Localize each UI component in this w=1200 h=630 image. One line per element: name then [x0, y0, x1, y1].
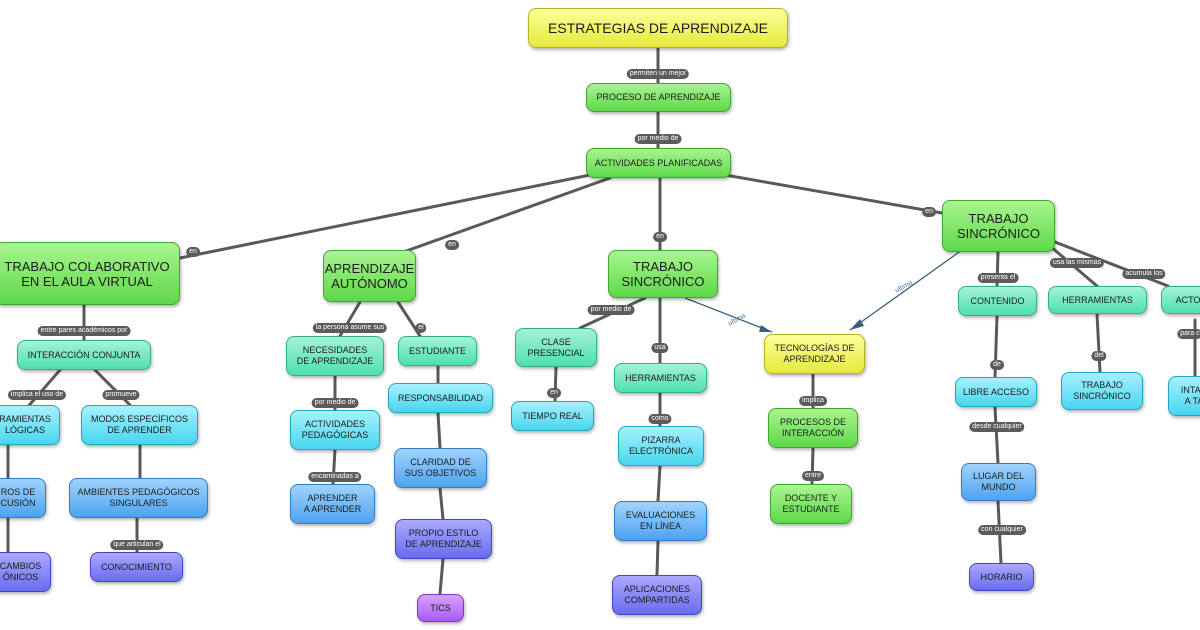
- edge: [436, 411, 442, 450]
- link-label: de: [990, 360, 1004, 370]
- node-responsabilidad[interactable]: RESPONSABILIDAD: [388, 383, 493, 413]
- link-label: en: [186, 247, 200, 257]
- link-label: entre: [802, 471, 824, 481]
- node-procesos[interactable]: PROCESOS DE INTERACCIÓN: [768, 408, 858, 448]
- node-sincronico-right[interactable]: TRABAJO SINCRÓNICO: [942, 200, 1055, 252]
- link-label: por medio de: [634, 134, 682, 144]
- link-label: con cualquier: [978, 525, 1026, 535]
- node-trabajo-sinc-small[interactable]: TRABAJO SINCRÓNICO: [1061, 372, 1143, 410]
- link-label: en: [922, 207, 936, 217]
- node-tiempo-real[interactable]: TIEMPO REAL: [511, 401, 594, 431]
- edge: [438, 486, 445, 521]
- link-label: por medio de: [311, 398, 359, 408]
- node-foros[interactable]: ROS DE CUSIÓN: [0, 478, 46, 518]
- link-label: encaminadas a: [308, 472, 362, 482]
- edge: [723, 173, 944, 215]
- node-herramientas-tec[interactable]: RAMIENTAS LÓGICAS: [0, 405, 60, 445]
- edge: [1095, 312, 1102, 374]
- link-label: implica el uso de: [7, 390, 67, 400]
- node-herramientas-right[interactable]: HERRAMIENTAS: [1048, 286, 1147, 314]
- link-label: presenta el: [977, 273, 1019, 283]
- node-aprender[interactable]: APRENDER A APRENDER: [290, 484, 375, 524]
- node-estudiante[interactable]: ESTUDIANTE: [398, 336, 477, 366]
- link-label: el: [415, 323, 427, 333]
- edge: [656, 464, 662, 503]
- node-herramientas-mid[interactable]: HERRAMIENTAS: [614, 363, 707, 393]
- link-label: para c: [1177, 329, 1200, 339]
- node-sincronico-mid[interactable]: TRABAJO SINCRÓNICO: [608, 250, 718, 298]
- arrowhead: [759, 325, 772, 332]
- edge: [438, 557, 445, 596]
- link-label: permiten un mejor: [626, 69, 690, 79]
- node-libre[interactable]: LIBRE ACCESO: [955, 377, 1037, 407]
- node-interaccion-conjunta[interactable]: INTERACCIÓN CONJUNTA: [17, 340, 151, 370]
- node-aplicaciones[interactable]: APLICACIONES COMPARTIDAS: [612, 575, 702, 615]
- node-tics[interactable]: TICS: [417, 594, 464, 622]
- node-proceso[interactable]: PROCESO DE APRENDIZAJE: [586, 83, 731, 112]
- node-actos[interactable]: ACTOS: [1161, 286, 1200, 314]
- link-label: en: [445, 240, 459, 250]
- node-necesidades[interactable]: NECESIDADES DE APRENDIZAJE: [286, 336, 384, 376]
- edge: [393, 176, 612, 257]
- link-label: del: [1091, 351, 1107, 361]
- node-tecnologias[interactable]: TECNOLOGÍAS DE APRENDIZAJE: [764, 334, 865, 374]
- node-estrategias[interactable]: ESTRATEGIAS DE APRENDIZAJE: [528, 8, 788, 48]
- edge-arrow: [849, 249, 963, 331]
- link-label: acumula los: [1122, 269, 1166, 279]
- node-actividades-ped[interactable]: ACTIVIDADES PEDAGÓGICAS: [290, 410, 380, 450]
- node-horario[interactable]: HORARIO: [969, 563, 1034, 591]
- node-contenido[interactable]: CONTENIDO: [958, 286, 1037, 316]
- node-actividades[interactable]: ACTIVIDADES PLANIFICADAS: [586, 148, 731, 178]
- node-lugar[interactable]: LUGAR DEL MUNDO: [961, 463, 1036, 501]
- arrowhead: [850, 319, 864, 330]
- link-label: como: [648, 414, 672, 424]
- link-label: por medio de: [587, 305, 635, 315]
- link-label: implica: [799, 396, 827, 406]
- node-docente[interactable]: DOCENTE Y ESTUDIANTE: [770, 484, 852, 524]
- edge-arrow: [684, 297, 773, 333]
- link-label: promueve: [102, 390, 140, 400]
- node-autonomo[interactable]: APRENDIZAJE AUTÓNOMO: [323, 250, 416, 302]
- edge: [178, 173, 592, 260]
- node-conocimiento[interactable]: CONOCIMIENTO: [90, 552, 183, 582]
- link-label: usa las mismas: [1049, 258, 1105, 268]
- link-label: en: [547, 388, 561, 398]
- node-modos[interactable]: MODOS ESPECÍFICOS DE APRENDER: [81, 405, 198, 445]
- node-ambientes[interactable]: AMBIENTES PEDAGÓGICOS SINGULARES: [69, 478, 208, 518]
- node-estilo[interactable]: PROPIO ESTILO DE APRENDIZAJE: [395, 519, 492, 559]
- node-clase[interactable]: CLASE PRESENCIAL: [515, 328, 597, 367]
- link-label: la persona asume sus: [312, 323, 388, 333]
- edge: [655, 539, 660, 577]
- link-label: desde cualquier: [969, 422, 1025, 432]
- node-evaluaciones[interactable]: EVALUACIONES EN LÍNEA: [614, 501, 707, 541]
- link-label: en: [653, 232, 667, 242]
- node-colaborativo[interactable]: TRABAJO COLABORATIVO EN EL AULA VIRTUAL: [0, 242, 180, 305]
- node-intercambios[interactable]: CAMBIOS ÓNICOS: [0, 552, 51, 592]
- link-label: que articulan el: [110, 540, 164, 550]
- node-intan[interactable]: INTAN A TA: [1168, 376, 1200, 416]
- edge: [993, 405, 1000, 465]
- link-label: usa: [651, 343, 669, 353]
- node-pizarra[interactable]: PIZARRA ELECTRÓNICA: [618, 426, 704, 466]
- link-label: entre pares académicos por: [37, 326, 131, 336]
- node-claridad[interactable]: CLARIDAD DE SUS OBJETIVOS: [394, 448, 487, 488]
